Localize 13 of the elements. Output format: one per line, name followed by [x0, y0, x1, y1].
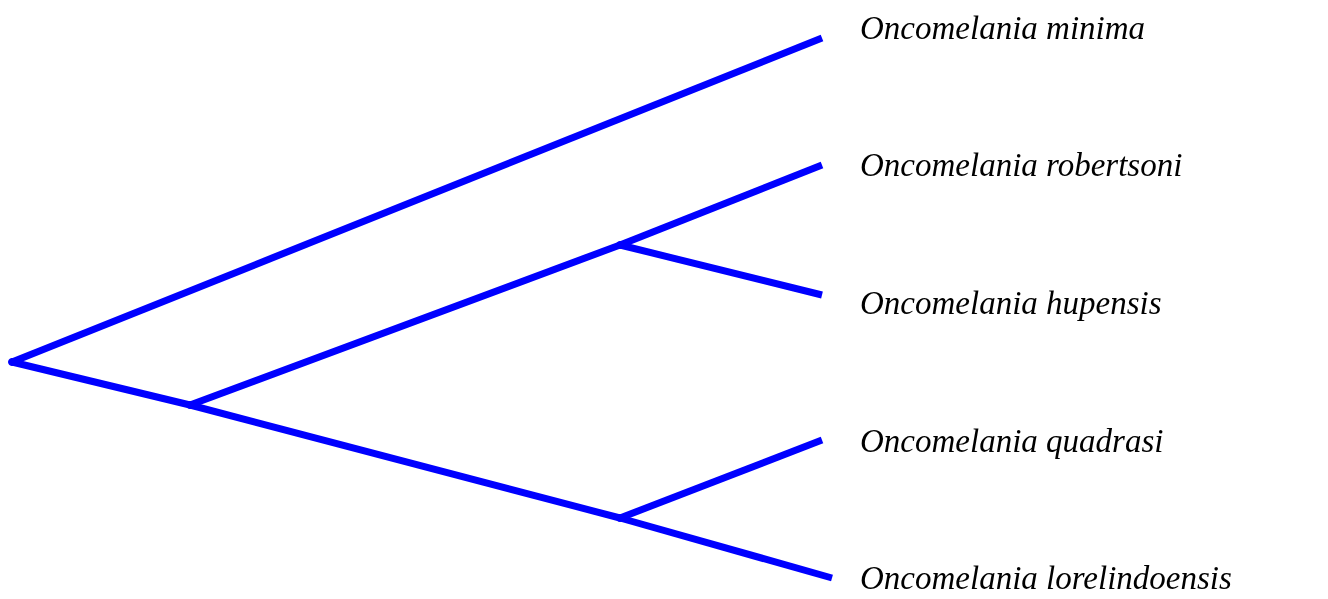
- branch-node: [616, 514, 624, 522]
- taxon-label: Oncomelania hupensis: [822, 282, 1162, 324]
- tree-branch: [619, 241, 823, 299]
- branch-node: [186, 401, 194, 409]
- taxon-label: Oncomelania quadrasi: [822, 420, 1164, 462]
- branch-node: [8, 358, 16, 366]
- taxon-label: Oncomelania robertsoni: [822, 144, 1183, 186]
- tree-branch: [11, 358, 191, 409]
- tree-branch: [619, 514, 833, 582]
- tree-branch: [189, 401, 621, 522]
- branch-node: [616, 241, 624, 249]
- taxon-label: Oncomelania minima: [822, 7, 1146, 49]
- taxon-label: Oncomelania lorelindoensis: [832, 557, 1232, 599]
